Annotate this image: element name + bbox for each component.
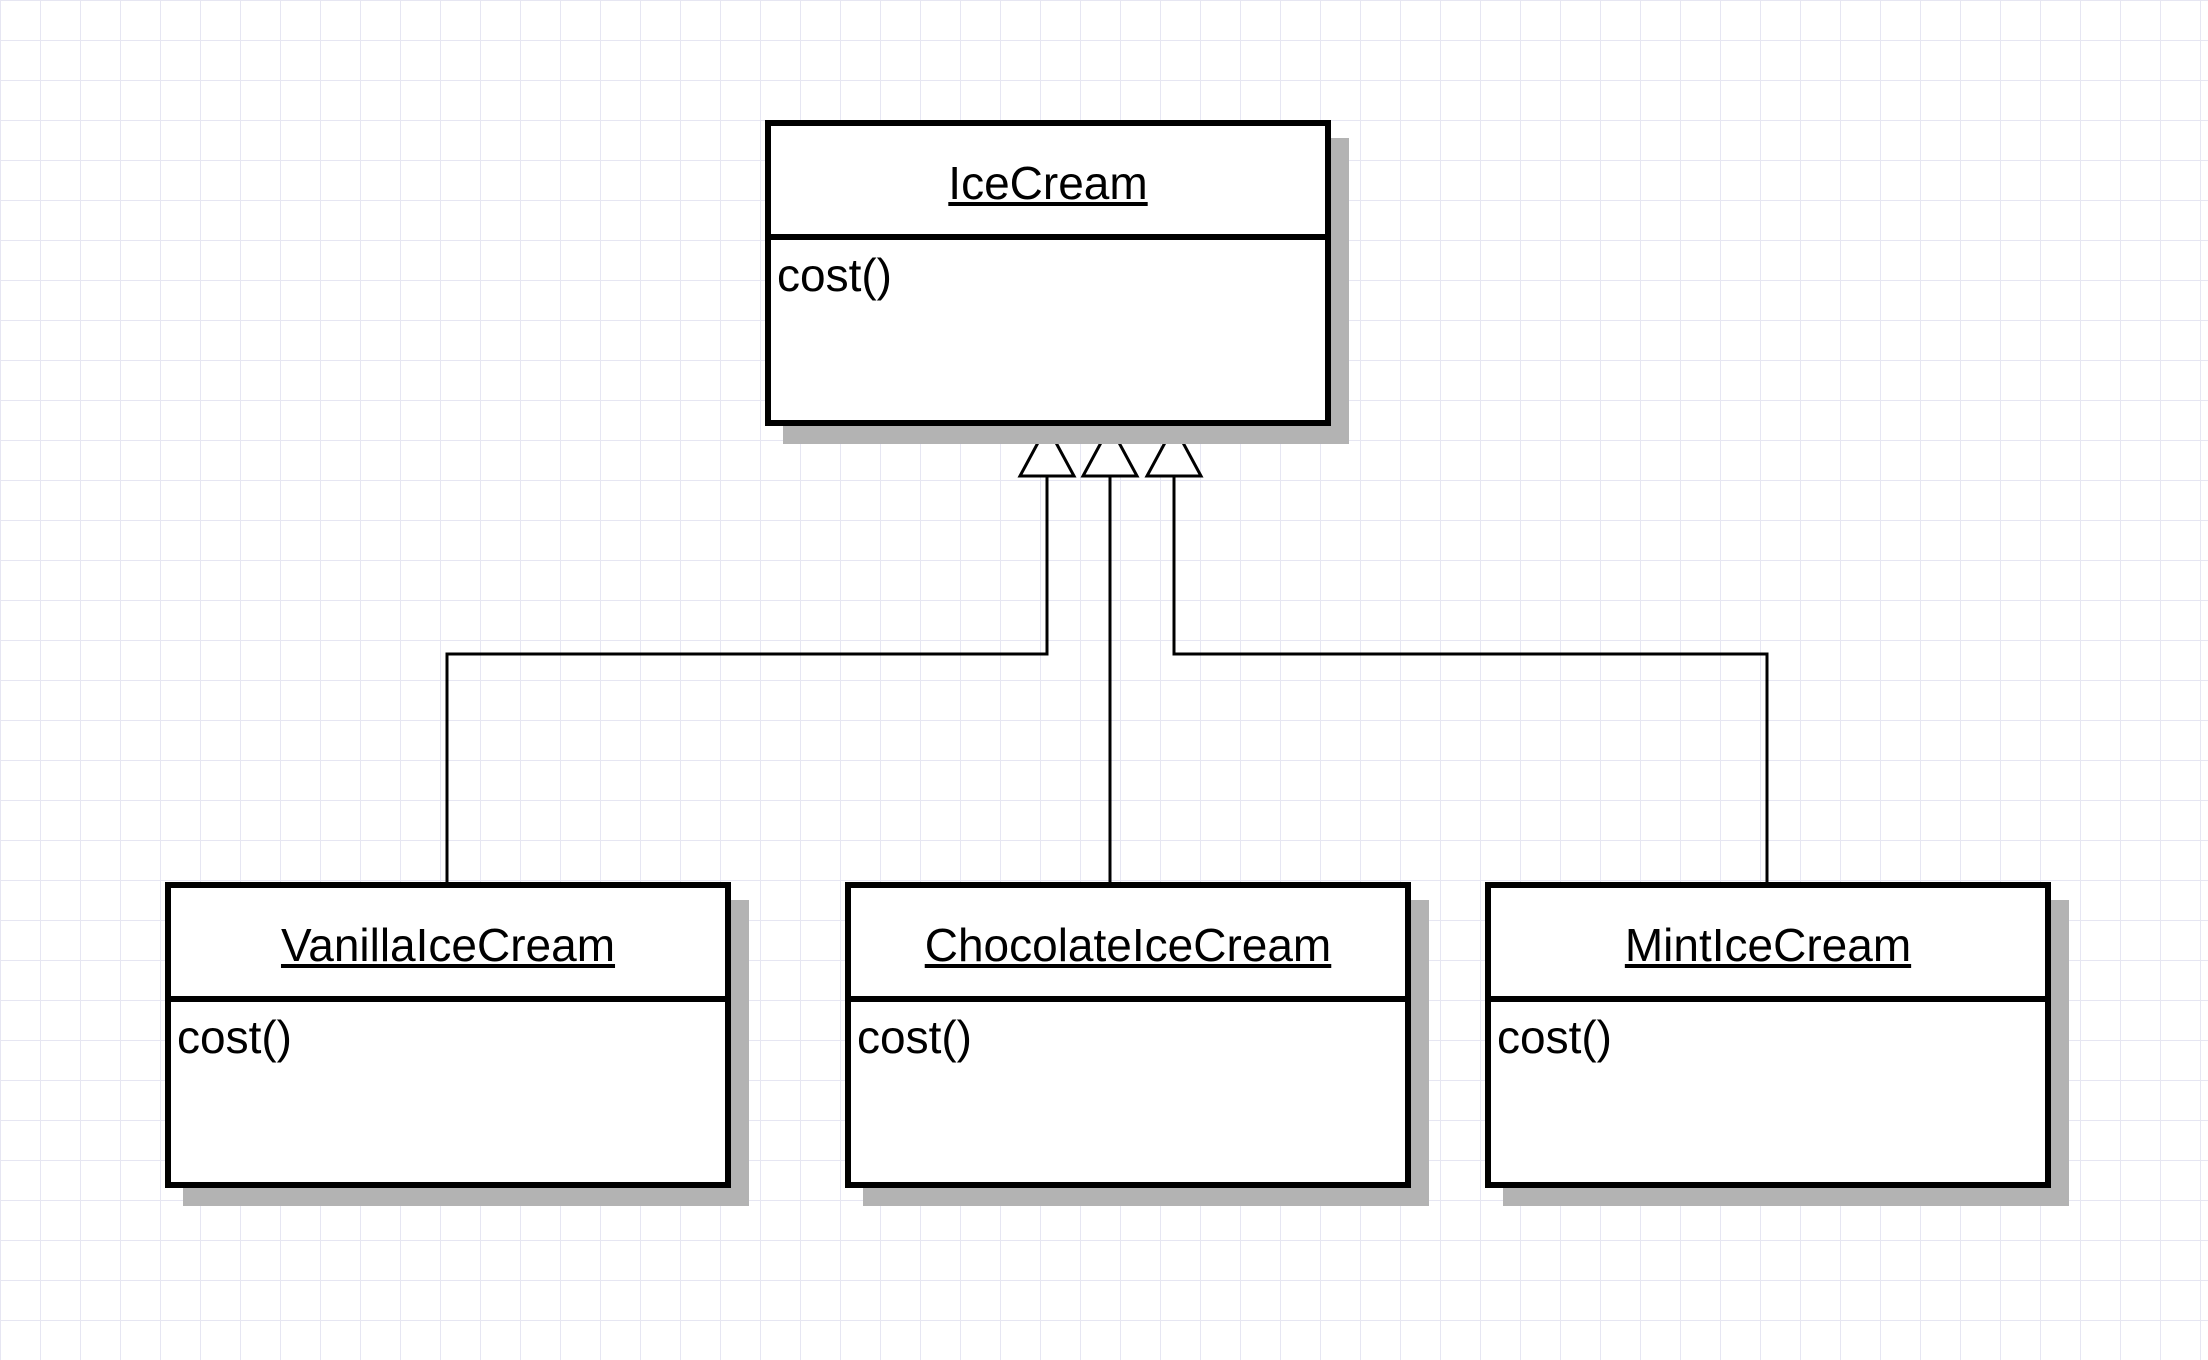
mint-inheritance-line	[1172, 476, 1769, 882]
class-operations: cost()	[1497, 1011, 1612, 1063]
vanilla-inheritance-line	[445, 476, 1049, 882]
class-name: IceCream	[771, 126, 1325, 240]
vanilla-generalization-arrow	[1017, 422, 1077, 478]
class-vanillaicecream[interactable]: VanillaIceCream cost()	[165, 882, 731, 1188]
class-name: MintIceCream	[1491, 888, 2045, 1002]
class-operations: cost()	[177, 1011, 292, 1063]
class-name: VanillaIceCream	[171, 888, 725, 1002]
chocolate-generalization-arrow	[1080, 422, 1140, 478]
class-name: ChocolateIceCream	[851, 888, 1405, 1002]
mint-generalization-arrow	[1144, 422, 1204, 478]
class-minticecream[interactable]: MintIceCream cost()	[1485, 882, 2051, 1188]
class-chocolateicecream[interactable]: ChocolateIceCream cost()	[845, 882, 1411, 1188]
class-operations: cost()	[857, 1011, 972, 1063]
class-operations: cost()	[777, 249, 892, 301]
class-icecream[interactable]: IceCream cost()	[765, 120, 1331, 426]
